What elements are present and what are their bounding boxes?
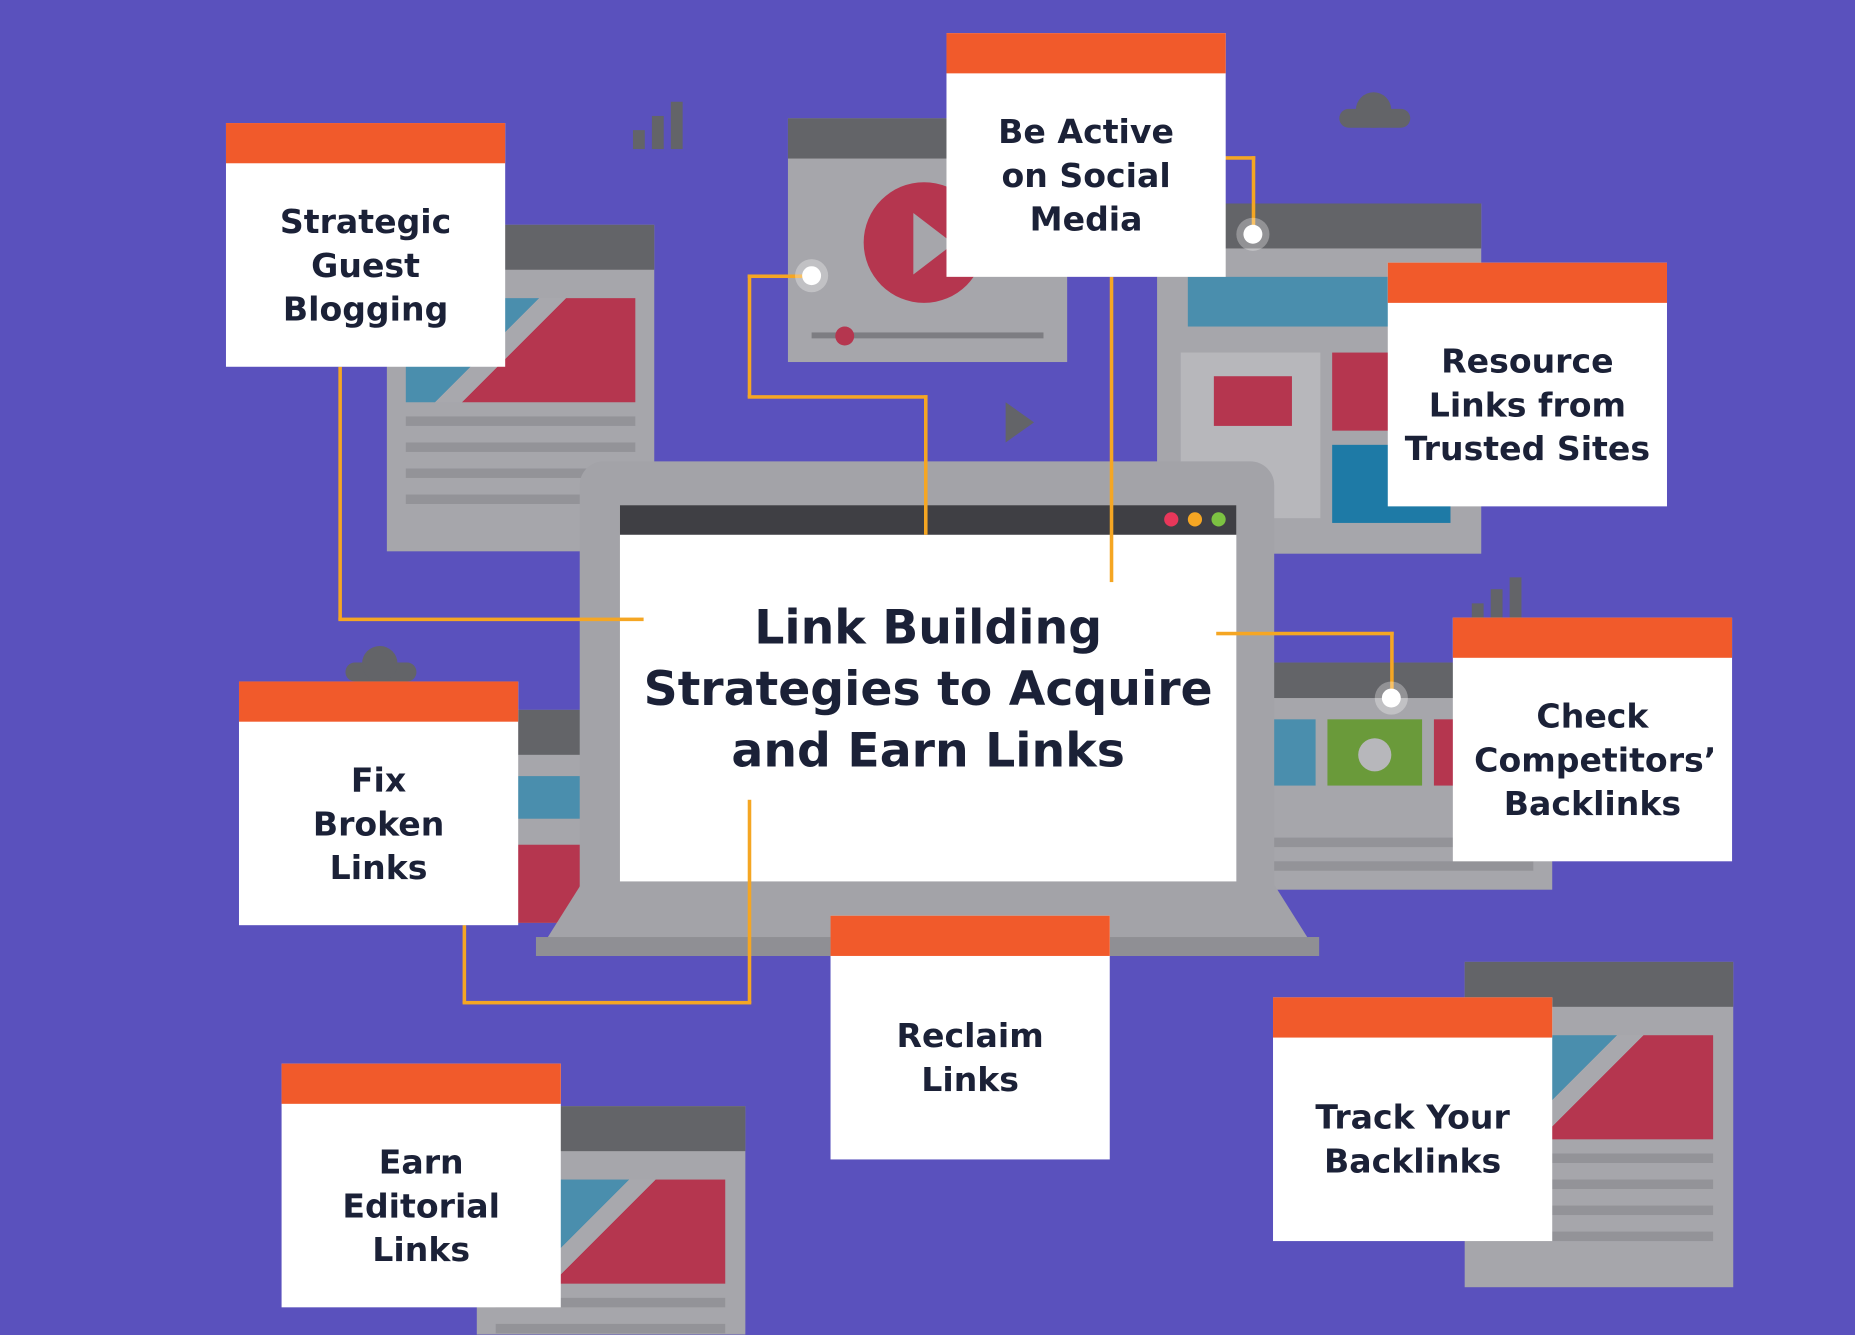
strategy-label: Reclaim Links: [896, 1016, 1044, 1100]
screen-titlebar: [619, 505, 1237, 535]
strategy-card-reclaim-links: Reclaim Links: [830, 915, 1110, 1160]
strategy-card-resource-links: Resource Links from Trusted Sites: [1387, 262, 1667, 507]
strategy-card-social-media: Be Active on Social Media: [946, 33, 1226, 277]
play-triangle-icon: [1005, 402, 1035, 443]
strategy-card-editorial-links: Earn Editorial Links: [281, 1063, 561, 1308]
minimize-dot-icon: [1187, 512, 1203, 527]
video-progress-bar: [811, 332, 1044, 339]
strategy-card-competitor-backlinks: Check Competitors’ Backlinks: [1452, 617, 1733, 862]
strategy-card-track-backlinks: Track Your Backlinks: [1273, 997, 1553, 1242]
strategy-card-guest-blogging: Strategic Guest Blogging: [225, 123, 506, 367]
strategy-label: Track Your Backlinks: [1315, 1097, 1510, 1181]
strategy-label: Fix Broken Links: [312, 760, 445, 887]
laptop-screen: Link Building Strategies to Acquire and …: [619, 505, 1237, 882]
maximize-dot-icon: [1211, 512, 1226, 527]
main-title: Link Building Strategies to Acquire and …: [643, 601, 1213, 779]
strategy-label: Strategic Guest Blogging: [279, 201, 452, 329]
close-dot-icon: [1164, 512, 1179, 527]
strategy-card-broken-links: Fix Broken Links: [238, 681, 519, 926]
strategy-label: Earn Editorial Links: [342, 1142, 501, 1269]
mail-icon: [1213, 376, 1292, 426]
cloud-icon: [1339, 92, 1411, 128]
strategy-label: Check Competitors’ Backlinks: [1474, 696, 1717, 823]
cloud-icon: [345, 645, 417, 682]
strategy-label: Be Active on Social Media: [998, 111, 1174, 239]
strategy-label: Resource Links from Trusted Sites: [1404, 341, 1651, 468]
